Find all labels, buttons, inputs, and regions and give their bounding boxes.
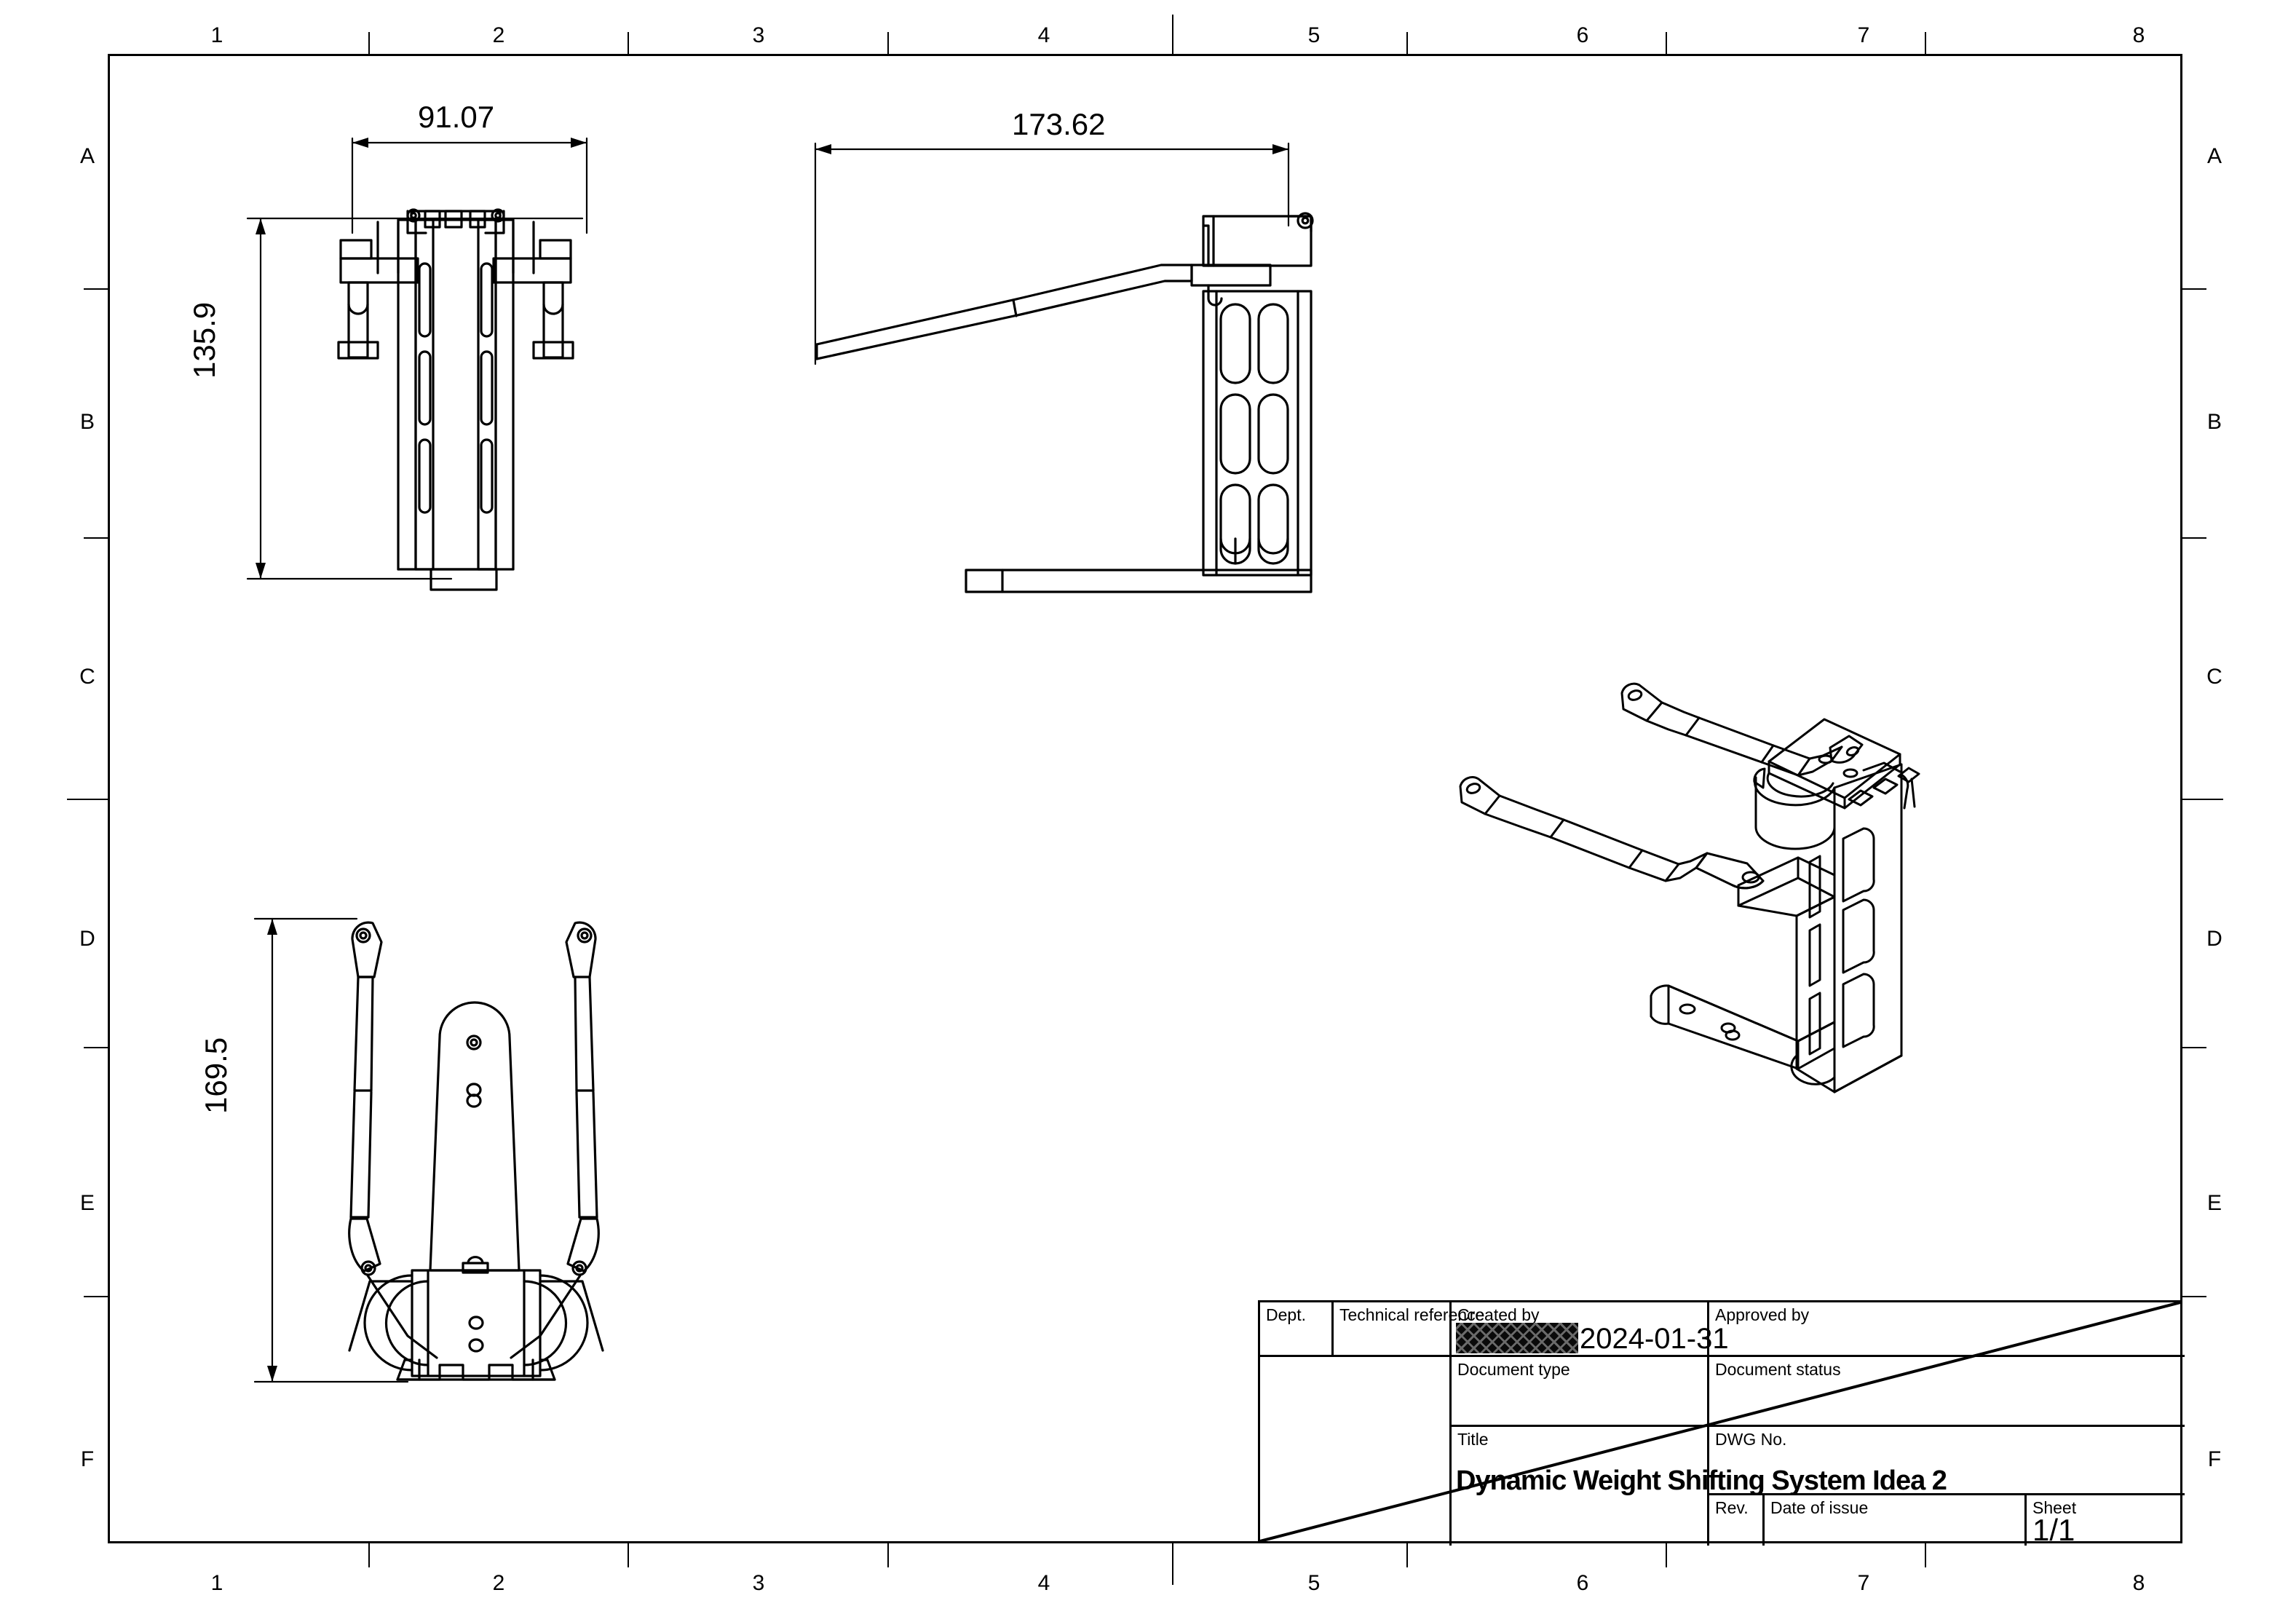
drawing-title-value: Dynamic Weight Shifting System Idea 2	[1456, 1465, 1947, 1496]
tb-label-sheet: Sheet	[2032, 1498, 2077, 1517]
zone-label-top-6: 6	[1576, 23, 1589, 47]
tb-vline-col2	[1449, 1302, 1452, 1546]
zone-tick-bottom	[1925, 1543, 1926, 1567]
zone-tick-right	[2180, 537, 2206, 539]
zone-label-right-D: D	[2206, 927, 2222, 951]
zone-label-top-1: 1	[210, 23, 223, 47]
zone-label-right-B: B	[2206, 410, 2222, 434]
tb-cell-rev: Rev.	[1709, 1495, 1762, 1546]
zone-label-bottom-5: 5	[1307, 1571, 1321, 1595]
tb-hline-row2	[1449, 1425, 2185, 1427]
tb-label-document-status: Document status	[1715, 1360, 1841, 1379]
zone-tick-top	[887, 32, 889, 56]
zone-tick-bottom	[628, 1543, 629, 1567]
zone-tick-left	[84, 288, 110, 290]
created-by-redacted-value	[1456, 1323, 1578, 1353]
zone-label-bottom-4: 4	[1037, 1571, 1050, 1595]
tb-cell-technical-reference: Technical reference	[1334, 1302, 1485, 1355]
tb-vline-col3	[1707, 1302, 1709, 1546]
tb-cell-title: Title Dynamic Weight Shifting System Ide…	[1452, 1427, 1947, 1546]
tb-cell-document-type: Document type	[1452, 1357, 1707, 1425]
created-by-date: 2024-01-31	[1580, 1323, 1729, 1355]
zone-tick-top	[368, 32, 370, 56]
tb-hline-row3	[1707, 1493, 2185, 1495]
zone-label-left-D: D	[79, 927, 95, 951]
tb-hline-row1	[1260, 1355, 2185, 1357]
zone-tick-top-center	[1172, 15, 1173, 56]
zone-tick-left	[84, 537, 110, 539]
zone-label-bottom-8: 8	[2132, 1571, 2145, 1595]
zone-label-left-E: E	[79, 1191, 95, 1215]
title-block-diagonal-line	[1260, 1302, 2180, 1541]
zone-label-bottom-7: 7	[1857, 1571, 1870, 1595]
tb-vline-col1	[1331, 1302, 1334, 1355]
zone-label-top-7: 7	[1857, 23, 1870, 47]
zone-label-bottom-2: 2	[492, 1571, 505, 1595]
tb-label-technical-reference: Technical reference	[1339, 1305, 1485, 1324]
tb-cell-date-of-issue: Date of issue	[1765, 1495, 2024, 1546]
tb-label-dwg-no: DWG No.	[1715, 1430, 1787, 1449]
zone-tick-bottom	[368, 1543, 370, 1567]
dimension-label-173-62: 173.62	[1012, 107, 1106, 141]
title-block: Dept. Technical reference Created by 202…	[1258, 1300, 2185, 1546]
dimension-label-135-9: 135.9	[187, 301, 221, 379]
zone-label-top-5: 5	[1307, 23, 1321, 47]
zone-label-bottom-1: 1	[210, 1571, 223, 1595]
zone-tick-left	[84, 1047, 110, 1048]
zone-tick-bottom	[1406, 1543, 1408, 1567]
zone-tick-top	[628, 32, 629, 56]
zone-label-left-A: A	[79, 144, 95, 168]
zone-tick-bottom	[887, 1543, 889, 1567]
zone-tick-bottom-center	[1172, 1543, 1173, 1585]
zone-tick-right-center	[2180, 799, 2223, 800]
zone-label-right-C: C	[2206, 665, 2222, 689]
dimension-label-91-07: 91.07	[418, 100, 495, 134]
zone-label-top-2: 2	[492, 23, 505, 47]
tb-label-title: Title	[1457, 1430, 1489, 1449]
tb-label-document-type: Document type	[1457, 1360, 1570, 1379]
tb-label-approved-by: Approved by	[1715, 1305, 1810, 1324]
zone-tick-right	[2180, 1296, 2206, 1297]
tb-label-rev: Rev.	[1715, 1498, 1749, 1517]
tb-cell-created-by: Created by 2024-01-31	[1452, 1302, 1729, 1355]
tb-label-dept: Dept.	[1266, 1305, 1306, 1324]
tb-cell-dwg-no: DWG No.	[1709, 1427, 2185, 1493]
zone-label-bottom-3: 3	[752, 1571, 765, 1595]
zone-label-right-E: E	[2206, 1191, 2222, 1215]
zone-label-top-3: 3	[752, 23, 765, 47]
tb-cell-document-status: Document status	[1709, 1357, 2185, 1425]
zone-tick-left-center	[67, 799, 110, 800]
dimension-label-169-5: 169.5	[199, 1037, 233, 1114]
zone-tick-top	[1406, 32, 1408, 56]
tb-vline-rev	[1762, 1493, 1765, 1546]
tb-cell-sheet: Sheet 1/1	[2027, 1495, 2185, 1546]
zone-label-bottom-6: 6	[1576, 1571, 1589, 1595]
zone-tick-bottom	[1666, 1543, 1667, 1567]
zone-label-right-A: A	[2206, 144, 2222, 168]
zone-tick-left	[84, 1296, 110, 1297]
zone-tick-right	[2180, 288, 2206, 290]
zone-label-right-F: F	[2207, 1447, 2222, 1471]
tb-label-date-of-issue: Date of issue	[1770, 1498, 1869, 1517]
zone-tick-right	[2180, 1047, 2206, 1048]
tb-label-created-by: Created by	[1457, 1305, 1540, 1324]
zone-label-left-B: B	[79, 410, 95, 434]
tb-vline-sheet	[2024, 1493, 2027, 1546]
zone-label-left-F: F	[80, 1447, 95, 1471]
zone-label-top-4: 4	[1037, 23, 1050, 47]
zone-label-left-C: C	[79, 665, 95, 689]
tb-cell-approved-by: Approved by	[1709, 1302, 2185, 1355]
zone-tick-top	[1666, 32, 1667, 56]
zone-tick-top	[1925, 32, 1926, 56]
tb-cell-dept: Dept.	[1260, 1302, 1331, 1355]
zone-label-top-8: 8	[2132, 23, 2145, 47]
sheet-value: 1/1	[2032, 1513, 2075, 1547]
